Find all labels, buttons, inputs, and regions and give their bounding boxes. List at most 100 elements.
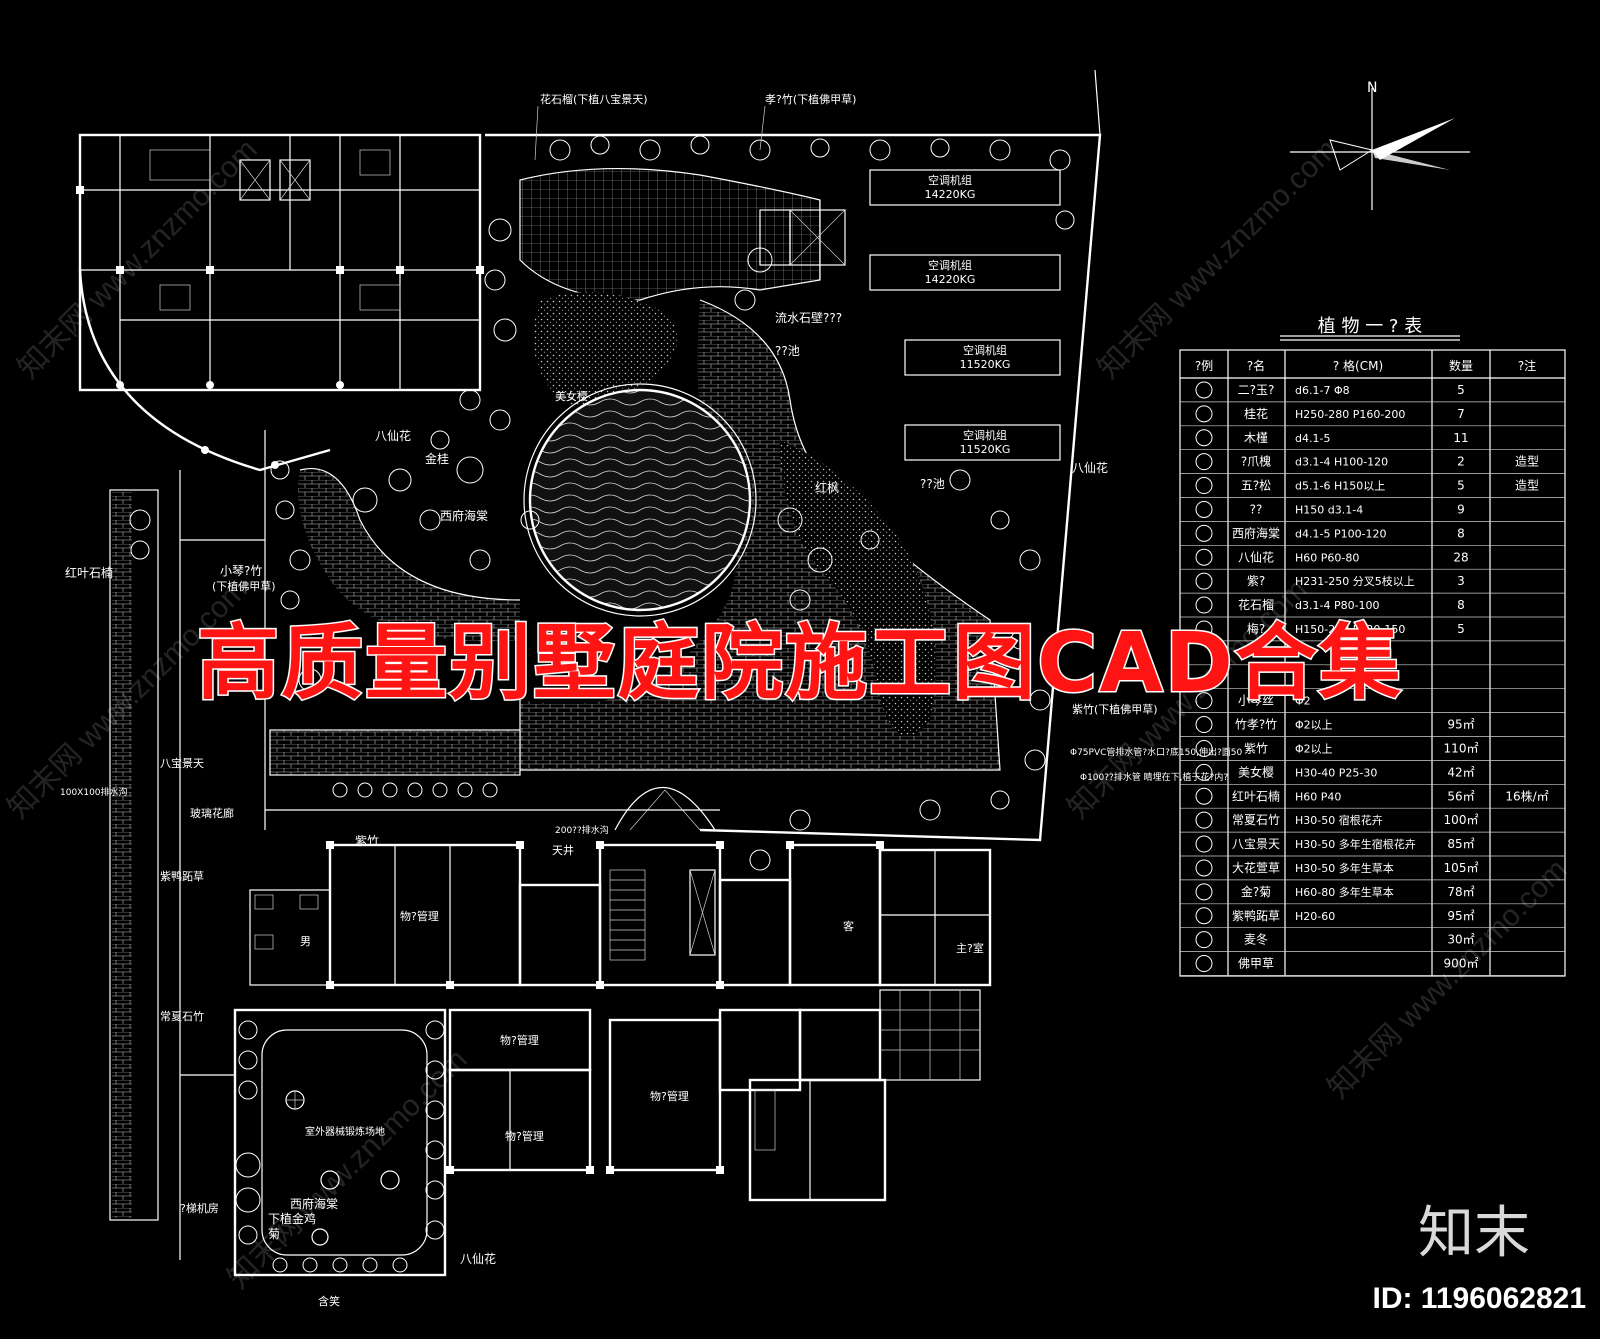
plant-table-cell-qty: 30㎡ (1447, 933, 1474, 947)
plant-legend-icon (1195, 692, 1213, 710)
ac-unit-2 (869, 254, 1061, 291)
ac-label-4: 空调机组 (963, 428, 1007, 442)
ac-weight-1: 14220KG (925, 188, 976, 201)
label-jifang: ?梯机房 (180, 1201, 219, 1215)
plant-legend-icon (1195, 763, 1213, 781)
plant-table-cell-qty: 7 (1457, 407, 1465, 421)
plant-table-cell-qty: 95㎡ (1447, 718, 1474, 732)
label-xifuhaitang-2: 西府海棠 (290, 1196, 338, 1211)
plant-table-cell-name: 麦冬 (1244, 932, 1268, 947)
plant-table-cell-spec: H250-280 P160-200 (1295, 408, 1405, 421)
plant-table-cell-name: 大花萱草 (1232, 860, 1280, 875)
label-waterfall: 流水石壁??? (775, 310, 842, 325)
plant-table-cell-qty: 100㎡ (1444, 813, 1479, 827)
label-pipe-2: Φ100??排水管 睛埋在下,植于花?内? (1080, 771, 1228, 783)
label-pond-2: ??池 (920, 477, 945, 491)
label-xiaoqinsi: 小琴?竹 (220, 564, 262, 578)
th-note: ?注 (1518, 358, 1536, 373)
plant-legend-icon (1195, 548, 1213, 566)
th-legend: ?例 (1195, 359, 1213, 373)
label-wupin-1: 物?管理 (400, 909, 439, 923)
ac-label-3: 空调机组 (963, 343, 1007, 357)
plant-table-cell-spec: Φ2以上 (1295, 742, 1333, 755)
plant-legend-icon (1195, 500, 1213, 518)
plant-table-cell-qty: 9 (1457, 502, 1465, 516)
plant-legend-icon (1195, 716, 1213, 734)
ac-label-1: 空调机组 (928, 173, 972, 187)
plant-table-cell-spec: H30-50 多年生宿根花卉 (1295, 837, 1416, 851)
plant-table-cell-name: 紫竹 (1244, 741, 1268, 755)
plant-table-cell-qty: 110㎡ (1444, 741, 1479, 755)
label-zizhu-left: 紫竹 (355, 834, 379, 848)
watermark-text-1: 知末网 www.znzmo.com (12, 133, 264, 385)
label-baxianhua-right: 八仙花 (1072, 460, 1108, 475)
ac-unit-1 (869, 169, 1061, 206)
plant-table-cell-spec: H30-40 P25-30 (1295, 766, 1377, 779)
label-nan: 男 (300, 935, 311, 948)
label-jianshen: 室外器械锻炼场地 (305, 1125, 385, 1138)
plant-table-cell-name: 木槿 (1244, 431, 1268, 445)
plant-table-cell-spec: H20-60 (1295, 910, 1335, 923)
plant-legend-icon (1195, 811, 1213, 829)
plant-table-cell-name: 花石榴 (1238, 597, 1274, 612)
plant-table-cell-qty: 8 (1457, 598, 1465, 612)
plant-table-cell-spec: H231-250 分叉5枝以上 (1295, 574, 1415, 588)
plant-legend-icon (1195, 429, 1213, 447)
plant-table-cell-name: 竹孝?竹 (1235, 718, 1277, 732)
label-baxian-bottom: 八仙花 (460, 1251, 496, 1266)
plant-table-cell-name: 美女樱 (1238, 764, 1274, 779)
plant-table-cell-spec: H30-50 宿根花卉 (1295, 813, 1383, 827)
plant-table-cell-name: 紫? (1247, 574, 1265, 588)
label-xiazhi: 下植金鸡 (268, 1211, 316, 1226)
label-zizhu-right: 紫竹(下植佛甲草) (1072, 702, 1158, 716)
plant-table-cell-qty: 95㎡ (1447, 909, 1474, 923)
plant-table-cell-name: 紫鸭跖草 (1232, 909, 1280, 923)
plant-table-cell-spec: Φ2以上 (1295, 719, 1333, 732)
ac-weight-4: 11520KG (960, 443, 1011, 456)
exercise-courtyard (233, 1008, 447, 1277)
label-ke: 客 (843, 919, 854, 933)
plant-table-cell-name: 佛甲草 (1238, 957, 1274, 971)
plant-table-cell-name: 五?松 (1241, 479, 1271, 493)
label-wupin-2: 物?管理 (500, 1033, 539, 1047)
label-meinvying: 美女樱 (555, 389, 588, 403)
label-tianjing: 天井 (552, 843, 574, 857)
plant-legend-icon (1195, 572, 1213, 590)
plant-table-cell-name: 桂花 (1244, 406, 1268, 421)
garden-site (129, 69, 1102, 871)
label-hongfeng: 红枫 (815, 480, 839, 495)
label-pond-1: ??池 (775, 344, 800, 358)
label-jingui: 金桂 (425, 451, 449, 466)
plant-table-cell-name: ?爪槐 (1241, 454, 1271, 469)
plant-table-cell-qty: 900㎡ (1444, 957, 1479, 971)
plant-table-cell-spec: d6.1-7 Φ8 (1295, 384, 1350, 397)
title-banner: 高质量别墅庭院施工图CAD合集 (196, 614, 1403, 712)
plant-legend-icon (1195, 907, 1213, 925)
plant-legend-icon (1195, 931, 1213, 949)
plant-table-cell-qty: 5 (1457, 479, 1465, 493)
plant-schedule-table (1179, 335, 1566, 977)
plant-legend-icon (1195, 453, 1213, 471)
plant-table-cell-spec: d3.1-4 H100-120 (1295, 456, 1388, 469)
ac-weight-3: 11520KG (960, 358, 1011, 371)
ac-weight-2: 14220KG (925, 273, 976, 286)
th-spec: ? 格(CM) (1333, 358, 1383, 373)
plant-legend-icon (1195, 835, 1213, 853)
plant-table-cell-spec: H30-50 多年生草本 (1295, 861, 1394, 875)
plant-table-cell-qty: 8 (1457, 526, 1465, 540)
plant-legend-icon (1195, 620, 1213, 638)
plant-table-title: 植 物 一 ? 表 (1318, 316, 1422, 337)
plant-table-cell-note: 造型 (1515, 479, 1539, 493)
plant-table-cell-spec: d4.1-5 (1295, 432, 1330, 445)
plant-table-cell-qty: 42㎡ (1447, 765, 1474, 779)
plant-table-cell-qty: 28 (1453, 550, 1468, 564)
plant-legend-icon (1195, 524, 1213, 542)
plant-legend-icon (1195, 381, 1213, 399)
plant-legend-icon (1195, 596, 1213, 614)
north-label: N (1367, 80, 1377, 96)
plant-table-cell-name: 金?菊 (1241, 884, 1271, 899)
plant-table-cell-qty: 105㎡ (1444, 861, 1479, 875)
plant-table-cell-spec: H60 P60-80 (1295, 551, 1359, 564)
plant-table-cell-name: ?? (1250, 502, 1263, 516)
